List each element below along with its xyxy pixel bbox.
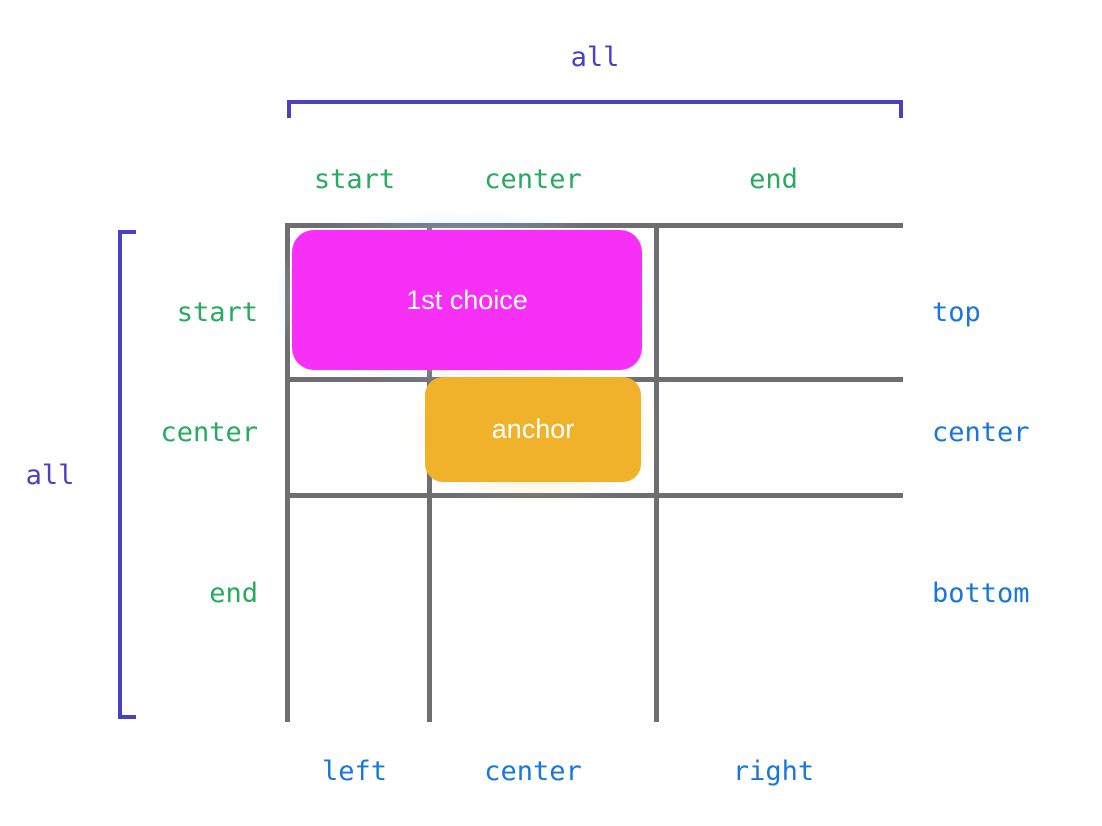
top-all-label: all — [570, 42, 620, 73]
first-choice-box: 1st choice — [292, 230, 642, 370]
column-label-logical-start: start — [313, 164, 396, 195]
left-bracket-top-tick — [118, 230, 136, 234]
grid-cell-end-center — [432, 498, 654, 737]
left-bracket-bar — [118, 230, 122, 719]
anchor-box: anchor — [425, 377, 641, 482]
top-bracket-left-tick — [287, 100, 291, 118]
grid-cell-start-end — [659, 228, 918, 377]
grid-cell-center-end — [659, 382, 918, 493]
grid-cell-center-start — [290, 382, 427, 493]
grid-cell-end-start — [290, 498, 427, 737]
top-bracket-bar — [287, 100, 903, 104]
column-label-logical-end: end — [749, 164, 798, 195]
first-choice-label: 1st choice — [406, 284, 528, 315]
grid-cell-end-end — [659, 498, 918, 737]
row-label-physical-bottom: bottom — [932, 578, 1030, 609]
anchor-label: anchor — [491, 414, 575, 444]
top-bracket-right-tick — [899, 100, 903, 118]
column-label-physical-right: right — [732, 756, 815, 787]
row-label-physical-center: center — [932, 417, 1030, 448]
left-bracket-bottom-tick — [118, 715, 136, 719]
column-label-physical-left: left — [321, 756, 388, 787]
column-label-logical-center: center — [484, 164, 582, 195]
row-label-logical-start: start — [176, 297, 258, 328]
column-label-physical-center: center — [484, 756, 582, 787]
row-label-logical-center: center — [160, 417, 258, 448]
row-label-logical-end: end — [209, 578, 258, 609]
top-all-bracket — [287, 100, 903, 118]
left-all-label: all — [25, 460, 75, 491]
left-all-bracket — [118, 230, 136, 719]
row-label-physical-top: top — [932, 297, 981, 328]
